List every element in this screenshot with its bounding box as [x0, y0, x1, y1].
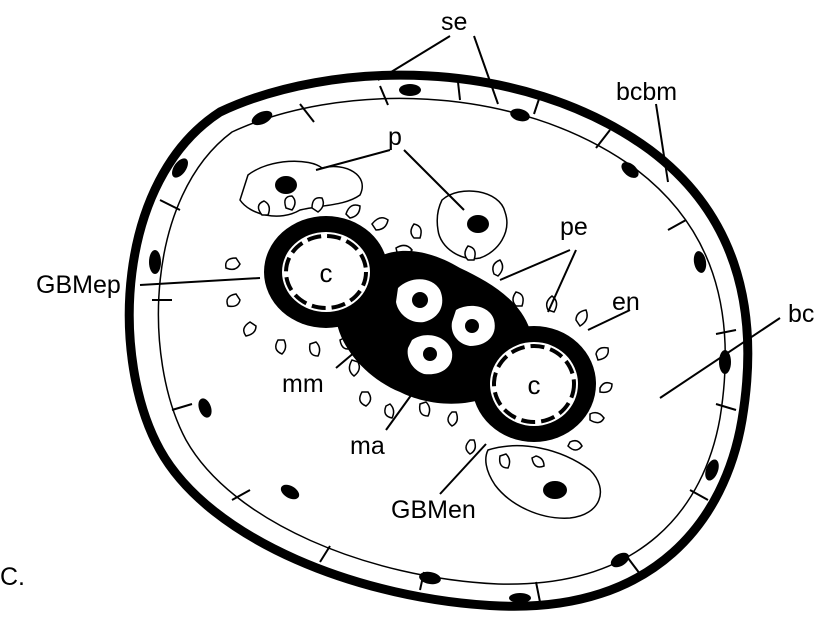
- label-pe: pe: [560, 213, 588, 241]
- label-gbmen: GBMen: [391, 496, 476, 524]
- capillary-left-label: c: [320, 258, 333, 288]
- label-mm: mm: [282, 370, 324, 398]
- panel-letter: C.: [0, 563, 25, 591]
- label-p: p: [388, 123, 402, 151]
- label-se: se: [441, 8, 467, 36]
- label-gbmep: GBMep: [36, 271, 121, 299]
- label-en: en: [612, 288, 640, 316]
- capillary-right-label: c: [528, 370, 541, 400]
- label-ma: ma: [350, 432, 385, 460]
- label-bc: bc: [788, 300, 814, 328]
- label-bcbm: bcbm: [616, 78, 677, 106]
